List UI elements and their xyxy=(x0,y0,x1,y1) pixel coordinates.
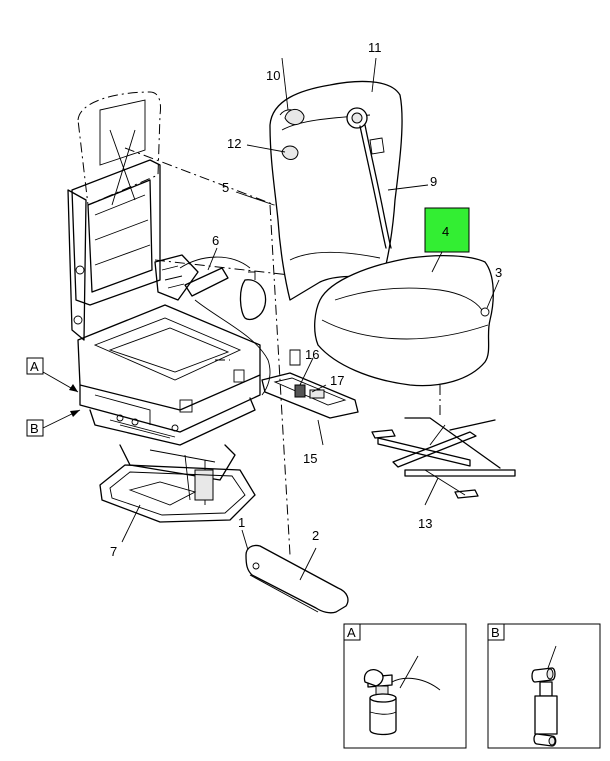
seat-bottom-cushion xyxy=(314,255,494,415)
callout-12: 12 xyxy=(227,136,241,151)
callout-17: 17 xyxy=(330,373,344,388)
detail-marker-b: B xyxy=(26,409,81,437)
callout-2: 2 xyxy=(312,528,319,543)
callout-7: 7 xyxy=(110,544,117,559)
callout-1: 1 xyxy=(238,515,245,530)
cushion-support-straps xyxy=(371,417,516,499)
svg-text:B: B xyxy=(491,625,500,640)
highlight-box-part-4 xyxy=(424,207,470,253)
callout-10: 10 xyxy=(266,68,280,83)
svg-text:B: B xyxy=(30,421,39,436)
leader-lines xyxy=(121,57,500,581)
seat-back-cushion xyxy=(269,80,403,301)
svg-text:A: A xyxy=(30,359,39,374)
detail-view-a: A xyxy=(343,623,467,749)
seat-frame xyxy=(67,91,291,556)
mounting-bracket xyxy=(261,349,359,419)
callout-9: 9 xyxy=(430,174,437,189)
armrest xyxy=(245,544,349,614)
svg-text:A: A xyxy=(347,625,356,640)
callout-15: 15 xyxy=(303,451,317,466)
callout-3: 3 xyxy=(495,265,502,280)
callout-13: 13 xyxy=(418,516,432,531)
callout-labels: 1 2 3 4 5 6 7 8 9 10 11 12 13 14 15 16 1… xyxy=(110,40,560,655)
callout-11: 11 xyxy=(368,40,382,55)
callout-6: 6 xyxy=(212,233,219,248)
detail-view-b: B xyxy=(487,623,601,749)
detail-marker-a: A xyxy=(26,357,79,393)
callout-16: 16 xyxy=(305,347,319,362)
callout-4: 4 xyxy=(442,224,449,239)
callout-5: 5 xyxy=(222,180,229,195)
